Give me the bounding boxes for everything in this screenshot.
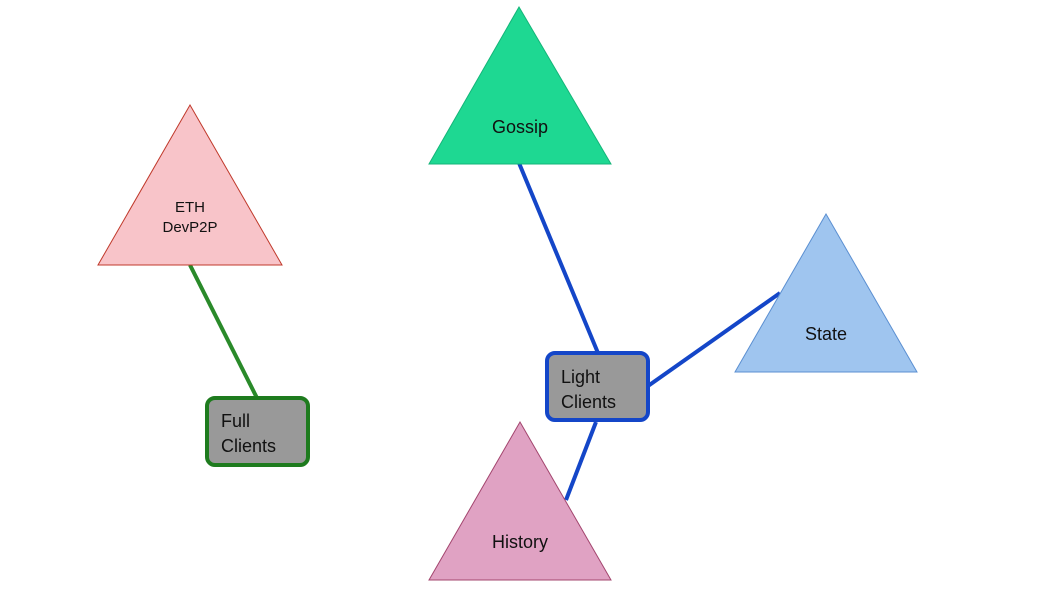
- history-triangle: [428, 420, 612, 581]
- gossip-triangle: [428, 6, 612, 165]
- link-gossip-light-clients: [517, 162, 600, 354]
- light-clients-label-line1: Light: [561, 367, 600, 387]
- eth-devp2p-label-line2: DevP2P: [162, 219, 217, 236]
- state-triangle: [734, 212, 918, 373]
- link-state-light-clients: [646, 291, 782, 388]
- full-clients-label-line2: Clients: [221, 436, 276, 456]
- light-clients-node[interactable]: Light Clients: [545, 351, 650, 422]
- light-clients-label-line2: Clients: [561, 392, 616, 412]
- link-eth-full-clients: [188, 264, 260, 401]
- full-clients-node[interactable]: Full Clients: [205, 396, 310, 467]
- link-history-light-clients: [564, 421, 598, 501]
- full-clients-label-line1: Full: [221, 411, 250, 431]
- history-label: History: [492, 532, 548, 552]
- state-node[interactable]: State: [734, 212, 918, 373]
- state-label: State: [805, 324, 847, 344]
- history-node[interactable]: History: [428, 420, 612, 581]
- gossip-node[interactable]: Gossip: [428, 6, 612, 165]
- full-clients-box: [205, 396, 310, 467]
- eth-devp2p-label-line1: ETH: [175, 199, 205, 216]
- gossip-label: Gossip: [492, 117, 548, 137]
- light-clients-box: [545, 351, 650, 422]
- eth-devp2p-triangle: [97, 103, 283, 266]
- eth-devp2p-node[interactable]: ETH DevP2P: [97, 103, 283, 266]
